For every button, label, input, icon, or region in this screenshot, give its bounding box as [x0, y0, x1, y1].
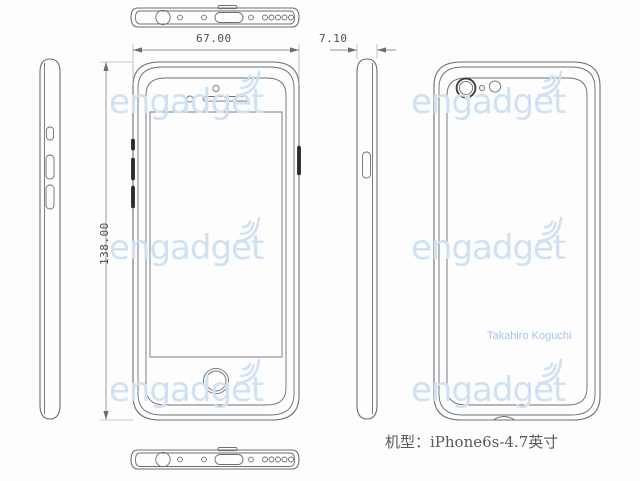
- engadget-wifi-icon: [537, 216, 563, 243]
- view-left-profile: [39, 58, 61, 420]
- microphone-hole: [177, 14, 183, 21]
- author-signature: Takahiro Koguchi: [487, 330, 572, 342]
- engadget-wifi-icon: [537, 70, 563, 97]
- lightning-port: [214, 454, 244, 465]
- front-camera: [212, 84, 220, 93]
- power-button-edge: [297, 145, 301, 176]
- dimension-width: [132, 44, 300, 86]
- view-top-edge: [130, 5, 300, 28]
- mute-switch-edge: [131, 138, 135, 151]
- volume-up-button-edge: [131, 157, 135, 181]
- dimension-thickness: [330, 44, 396, 59]
- headphone-jack: [155, 451, 171, 468]
- dimension-label-thickness: 7.10: [319, 32, 348, 45]
- volume-down-button: [45, 184, 55, 210]
- watermark-engadget: engadget: [109, 358, 264, 410]
- watermark-engadget: engadget: [411, 216, 566, 268]
- dimension-height: [100, 61, 133, 421]
- engadget-wifi-icon: [235, 216, 261, 243]
- model-caption: 机型：iPhone6s-4.7英寸: [385, 433, 559, 451]
- volume-up-button: [45, 154, 55, 180]
- watermark-engadget: engadget: [411, 70, 566, 122]
- watermark-engadget: engadget: [109, 70, 264, 122]
- speaker-grille: [262, 456, 294, 463]
- display-area: [149, 111, 283, 358]
- speaker-grille: [262, 14, 294, 21]
- earpiece-speaker: [202, 96, 249, 102]
- watermark-engadget: engadget: [411, 358, 566, 410]
- led-flash: [488, 80, 502, 93]
- headphone-jack: [155, 9, 171, 26]
- power-button: [362, 151, 371, 179]
- mute-switch: [46, 126, 54, 141]
- proximity-sensor: [186, 95, 194, 103]
- engadget-wifi-icon: [235, 70, 261, 97]
- engadget-wifi-icon: [235, 358, 261, 385]
- microphone-hole: [478, 84, 486, 92]
- dimension-label-height: 138.00: [98, 222, 111, 265]
- dimension-label-width: 67.00: [196, 32, 232, 45]
- view-bottom-edge: [130, 447, 300, 470]
- view-right-profile: [356, 58, 378, 420]
- display-bezel: [145, 77, 287, 406]
- lightning-port: [214, 12, 244, 23]
- view-back: [433, 61, 601, 421]
- microphone-hole: [177, 456, 183, 463]
- volume-down-button-edge: [131, 185, 135, 209]
- watermark-engadget: engadget: [109, 216, 264, 268]
- view-front: [131, 61, 301, 421]
- home-button: [202, 367, 230, 395]
- rear-camera: [455, 77, 477, 99]
- engadget-wifi-icon: [537, 358, 563, 385]
